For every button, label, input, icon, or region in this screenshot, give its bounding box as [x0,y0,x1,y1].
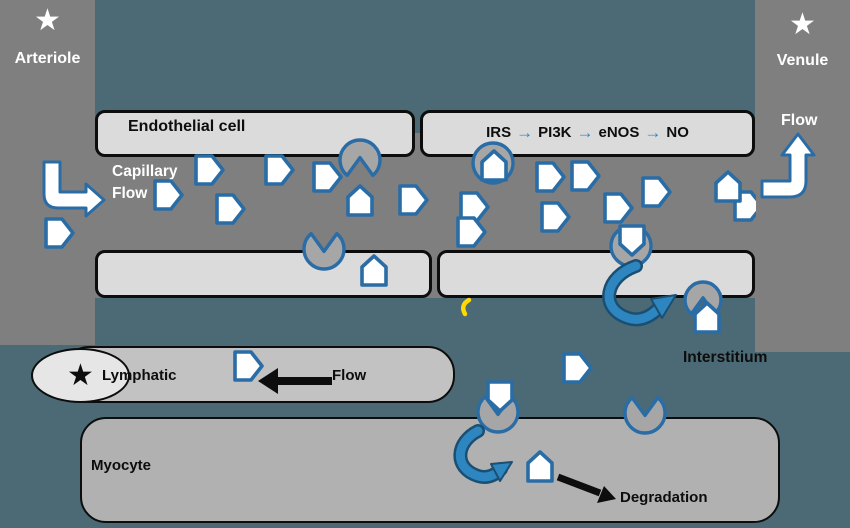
endothelial-bar-bottom-right [437,250,755,298]
signaling-cascade: IRS→PI3K→eNOS→NO [486,124,689,143]
endothelial-bar-top-left: Endothelial cell [95,110,415,157]
endothelial-bar-top-right: IRS→PI3K→eNOS→NO [420,110,755,157]
arteriole-star-icon: ★ [34,4,61,37]
capillary-flow-label: Capillary Flow [112,161,177,205]
endothelial-bar-bottom-left [95,250,432,298]
myocyte-cell [80,417,780,523]
cascade-step-NO: NO [666,124,689,141]
insulin-molecule [562,352,593,384]
myocyte-label: Myocyte [91,457,152,474]
cascade-arrow-icon: → [576,122,594,142]
cascade-arrow-icon: → [516,122,534,142]
insulin-molecule [693,301,721,334]
degradation-label: Degradation [620,489,708,506]
lymphatic-label: Lymphatic [102,367,177,384]
venule-flow-label: Flow [781,112,818,129]
yellow-mark [460,297,472,317]
capillary-flow-line1: Capillary [112,163,178,180]
lymphatic-flow-label: Flow [332,367,367,384]
capillary-flow-line2: Flow [112,185,148,202]
cascade-step-eNOS: eNOS [598,124,640,141]
cascade-step-PI3K: PI3K [538,124,572,141]
arteriole-label: Arteriole [14,50,81,67]
venule-star-icon: ★ [789,8,816,41]
interstitium-label: Interstitium [683,349,768,366]
venule-label: Venule [776,52,829,69]
cascade-step-IRS: IRS [486,124,512,141]
insulin-molecule [486,380,514,413]
cascade-arrow-icon: → [644,122,662,142]
lymphatic-end-bulb: ★ [31,348,130,403]
lymphatic-star-icon: ★ [67,358,94,392]
endothelial-cell-label: Endothelial cell [128,118,246,135]
